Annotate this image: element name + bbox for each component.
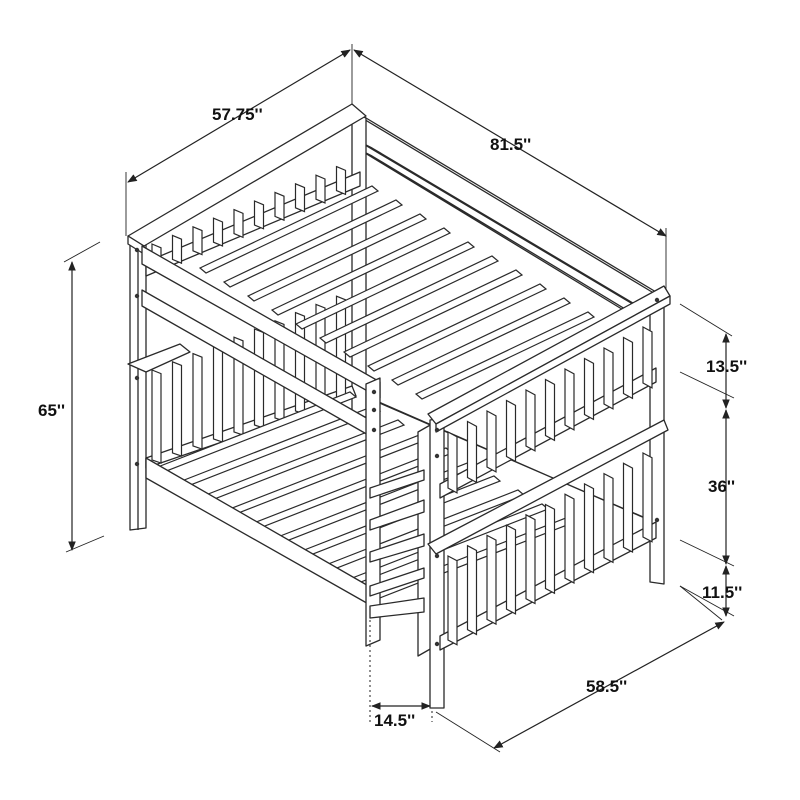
footboard-slat: [525, 388, 536, 452]
headboard-lower-slat: [192, 352, 203, 450]
back-left-post: [129, 235, 147, 531]
headboard-lower-slat: [212, 344, 224, 443]
footboard-lower-slat: [603, 472, 614, 564]
headboard-slat: [294, 182, 306, 213]
footboard-slat: [642, 325, 653, 389]
bolts: [134, 247, 660, 647]
footboard-lower-slat: [447, 555, 458, 646]
depth-label: 58.5'': [586, 677, 628, 696]
upper-bed-slat: [294, 241, 476, 330]
footboard-lower-slat: [642, 452, 653, 543]
headboard-slat: [335, 165, 347, 196]
dimension-lines: [68, 49, 730, 749]
front-left-post: [429, 417, 445, 709]
footboard-lower-slat: [505, 524, 517, 615]
headboard-slat: [315, 174, 326, 204]
footboard-lower-slat: [583, 482, 595, 574]
bunk-spacing-label: 36'': [708, 477, 735, 496]
footboard-slat: [486, 409, 497, 473]
footboard-lower-slat: [486, 534, 497, 626]
upper-bed-slat: [342, 269, 524, 358]
headboard-lower-slat: [151, 369, 162, 464]
headboard-lower-slat: [171, 360, 183, 457]
footboard-lower-slat: [466, 544, 478, 636]
upper-bed-slat: [390, 297, 572, 386]
floor-clearance-label: 11.5'': [702, 583, 743, 602]
length-label: 81.5'': [490, 135, 532, 154]
headboard-slat: [192, 225, 203, 256]
footboard-lower-slats: [447, 452, 653, 646]
headboard-slat: [212, 217, 224, 247]
footboard-upper-slats: [447, 325, 653, 494]
headboard-slat: [253, 200, 265, 230]
headboard-upper-slats: [151, 165, 347, 273]
headboard-slat: [233, 208, 244, 239]
top-width-label: 57.75'': [212, 105, 263, 124]
footboard-slat: [447, 430, 458, 494]
footboard-lower-top: [427, 419, 669, 555]
footboard-slat: [622, 336, 634, 400]
headboard-lower-slat: [253, 328, 265, 429]
upper-bed-slat: [414, 311, 596, 400]
upper-bed-slat: [318, 255, 500, 344]
headboard-slat: [171, 234, 183, 265]
footboard-slat: [583, 357, 595, 421]
ladder: [365, 377, 433, 657]
footboard-lower-slat: [544, 503, 556, 595]
footboard-top: [427, 285, 671, 433]
extension-lines: [63, 44, 735, 753]
headboard-slat: [274, 191, 285, 222]
footboard-slat: [505, 399, 517, 463]
footboard-lower-slat: [564, 493, 575, 584]
footboard-slat: [466, 420, 478, 484]
upper-bed-slat: [366, 283, 548, 372]
footboard-slat: [564, 367, 575, 431]
footboard-lower-slat: [622, 462, 634, 554]
ladder-offset-label: 14.5'': [374, 711, 416, 730]
footboard-lower-slat: [525, 513, 536, 605]
overall-height-label: 65'': [38, 401, 65, 420]
footboard-slat: [603, 346, 614, 410]
guardrail-height-label: 13.5'': [706, 357, 748, 376]
lower-bed-slat: [220, 433, 430, 518]
footboard-slat: [544, 378, 556, 442]
